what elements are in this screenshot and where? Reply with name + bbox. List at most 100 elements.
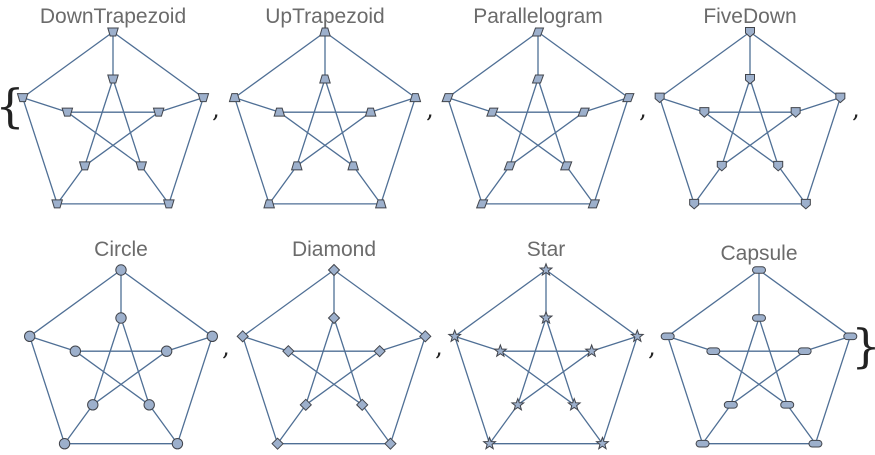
graph-vertex xyxy=(107,74,119,84)
graph-vertex xyxy=(475,199,489,209)
graph-vertex xyxy=(162,199,175,209)
graph-edge xyxy=(659,97,695,205)
panel-title: Parallelogram xyxy=(473,5,603,28)
graph-edge xyxy=(352,165,382,205)
graph-edge xyxy=(601,336,638,444)
graph-vertex xyxy=(584,343,599,358)
graph-edge xyxy=(509,111,585,167)
graph-edge xyxy=(795,97,841,113)
graph-edge xyxy=(296,111,372,167)
graph-vertex xyxy=(538,262,554,277)
graph-edge xyxy=(804,335,851,352)
graph-vertex xyxy=(160,345,173,357)
graph-vertex xyxy=(752,266,766,274)
graph-edge xyxy=(730,350,806,406)
graph-edge xyxy=(509,78,539,167)
graph-vertex xyxy=(808,439,823,448)
graph-vertex xyxy=(503,161,517,171)
graph-edge xyxy=(22,97,68,113)
graph-vertex xyxy=(319,74,331,84)
graph-edge xyxy=(234,97,280,113)
separator-comma: , xyxy=(648,333,656,361)
graph-edge xyxy=(667,269,760,337)
graph-vertex xyxy=(538,310,554,325)
graph-vertex xyxy=(689,198,700,210)
graph-vertex xyxy=(197,93,210,103)
graph-vertex xyxy=(566,397,582,412)
graph-edge xyxy=(120,317,150,406)
graph-edge xyxy=(22,97,58,205)
graph-vertex xyxy=(299,398,312,412)
graph-edge xyxy=(158,97,204,113)
panel-title: UpTrapezoid xyxy=(265,5,384,28)
panel-up-trapezoid: UpTrapezoid xyxy=(228,5,422,209)
graph-edge xyxy=(64,404,94,445)
graph-vertex xyxy=(654,92,665,104)
graph-edge xyxy=(287,350,363,406)
panel-title: Star xyxy=(527,238,566,261)
graph-vertex xyxy=(531,74,545,84)
graph-edge xyxy=(454,335,501,352)
graph-edge xyxy=(242,336,279,444)
graph-edge xyxy=(29,336,66,444)
graph-vertex xyxy=(364,107,377,117)
graph-edge xyxy=(84,111,160,167)
graph-edge xyxy=(242,269,335,337)
graph-edge xyxy=(667,336,704,444)
graph-vertex xyxy=(745,74,755,85)
graph-vertex xyxy=(800,198,811,210)
graph-edge xyxy=(379,335,426,352)
separator-comma: , xyxy=(639,95,647,123)
graph-vertex xyxy=(78,161,91,171)
graph-vertex xyxy=(510,397,526,412)
graph-edge xyxy=(565,165,595,205)
graph-edge xyxy=(703,111,779,167)
graph-edge xyxy=(29,335,76,352)
graph-edge xyxy=(454,269,547,337)
graph-vertex xyxy=(263,199,276,209)
graph-edge xyxy=(380,97,416,205)
panel-title: Capsule xyxy=(720,242,797,265)
graph-vertex xyxy=(780,401,795,409)
separator-comma: , xyxy=(435,333,443,361)
graph-edge xyxy=(491,111,567,167)
graph-vertex xyxy=(51,199,64,209)
graph-edge xyxy=(447,97,493,113)
graph-edge xyxy=(591,335,638,352)
graph-vertex xyxy=(797,347,812,355)
graph-edge xyxy=(712,350,788,406)
graph-edge xyxy=(140,165,170,205)
graph-edge xyxy=(296,78,326,167)
graph-vertex xyxy=(373,344,386,358)
graph-vertex xyxy=(773,160,784,172)
graph-vertex xyxy=(843,332,858,341)
graph-edge xyxy=(517,350,593,406)
graph-vertex xyxy=(577,107,590,117)
graph-edge xyxy=(242,335,289,352)
graph-edge xyxy=(593,97,629,205)
graph-vertex xyxy=(273,107,286,117)
graph-vertex xyxy=(716,160,727,172)
graph-edge xyxy=(693,165,723,205)
graph-vertex xyxy=(69,345,82,357)
graph-edge xyxy=(120,269,213,337)
graph-vertex xyxy=(61,107,74,117)
graph-vertex xyxy=(482,436,497,450)
panel-parallelogram: Parallelogram xyxy=(441,5,635,209)
graph-edge xyxy=(234,97,270,205)
graph-vertex xyxy=(356,398,369,412)
graph-vertex xyxy=(115,312,127,324)
graph-edge xyxy=(277,404,307,445)
panel-five-down: FiveDown xyxy=(654,5,846,210)
graph-vertex xyxy=(447,328,462,343)
graph-vertex xyxy=(622,93,635,103)
graph-edge xyxy=(667,335,714,352)
graph-edge xyxy=(805,97,841,205)
graph-vertex xyxy=(87,399,99,411)
graph-edge xyxy=(92,350,168,406)
panel-capsule: Capsule xyxy=(660,242,858,448)
graph-edge xyxy=(814,336,851,444)
graph-vertex xyxy=(271,437,284,450)
graph-edge xyxy=(758,317,788,406)
graph-vertex xyxy=(115,264,127,276)
